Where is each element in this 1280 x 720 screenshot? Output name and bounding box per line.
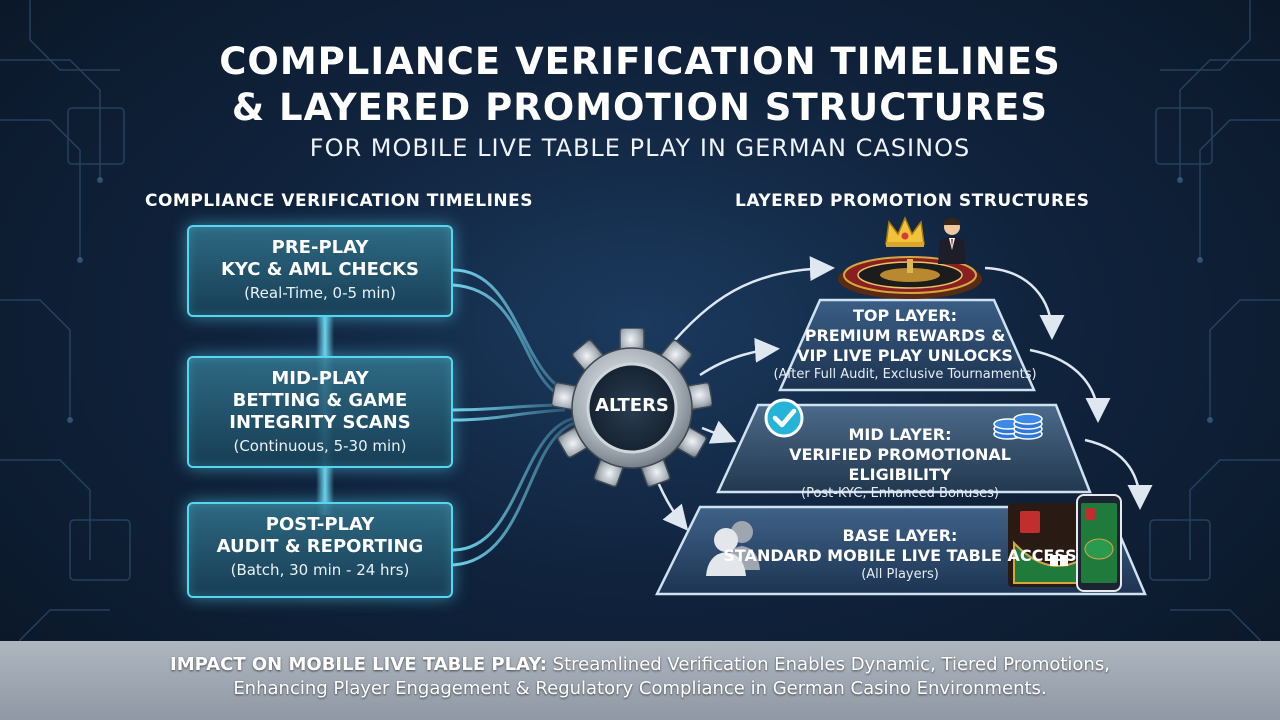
verified-badge-icon <box>764 398 804 438</box>
impact-footer: IMPACT ON MOBILE LIVE TABLE PLAY: Stream… <box>0 641 1280 720</box>
smartphone-icon <box>1076 494 1122 592</box>
right-section-heading: LAYERED PROMOTION STRUCTURES <box>735 191 1090 211</box>
tier-detail: (Post-KYC, Enhanced Bonuses) <box>801 486 999 501</box>
tier-detail: (After Full Audit, Exclusive Tournaments… <box>773 367 1037 382</box>
footer-line-2: Enhancing Player Engagement & Regulatory… <box>233 678 1047 699</box>
main-title-line-1: COMPLIANCE VERIFICATION TIMELINES <box>219 40 1061 83</box>
main-title-line-2: & LAYERED PROMOTION STRUCTURES <box>231 86 1049 129</box>
stage-title: PRE-PLAY <box>271 237 369 258</box>
tier-top-shape <box>778 298 1036 392</box>
users-icon <box>706 521 760 576</box>
tier-mid-text: MID LAYER: VERIFIED PROMOTIONAL ELIGIBIL… <box>740 425 1060 502</box>
tier-title: PREMIUM REWARDS & <box>804 326 1006 345</box>
gear-icon <box>552 328 712 488</box>
tier-title: VIP LIVE PLAY UNLOCKS <box>797 346 1013 365</box>
tier-base-text: BASE LAYER: STANDARD MOBILE LIVE TABLE A… <box>710 526 1090 583</box>
roulette-wheel-icon <box>838 256 982 299</box>
footer-line-1: Streamlined Verification Enables Dynamic… <box>546 654 1110 675</box>
footer-heading: IMPACT ON MOBILE LIVE TABLE PLAY: <box>170 654 547 675</box>
stage-detail: (Continuous, 5-30 min) <box>233 437 407 455</box>
stage-title: AUDIT & REPORTING <box>216 536 424 557</box>
stage-title: MID-PLAY <box>271 368 369 389</box>
tier-detail: (All Players) <box>861 567 939 582</box>
stage-title: BETTING & GAME <box>232 390 408 411</box>
tier-title: TOP LAYER: <box>852 306 958 325</box>
left-section-heading: COMPLIANCE VERIFICATION TIMELINES <box>145 191 534 211</box>
crown-icon <box>885 216 925 247</box>
tier-title: MID LAYER: <box>848 425 952 444</box>
stage-title: INTEGRITY SCANS <box>229 412 411 433</box>
stage-title: POST-PLAY <box>265 514 375 535</box>
footer-text: IMPACT ON MOBILE LIVE TABLE PLAY: Stream… <box>0 653 1280 701</box>
main-subtitle: FOR MOBILE LIVE TABLE PLAY IN GERMAN CAS… <box>309 134 971 162</box>
dealer-icon <box>938 218 966 264</box>
tier-title: STANDARD MOBILE LIVE TABLE ACCESS <box>723 546 1077 565</box>
gear-label: ALTERS <box>595 395 669 416</box>
stage-detail: (Batch, 30 min - 24 hrs) <box>230 561 410 579</box>
stage-detail: (Real-Time, 0-5 min) <box>244 284 396 302</box>
casino-chips-icon <box>993 413 1043 440</box>
tier-top-text: TOP LAYER: PREMIUM REWARDS & VIP LIVE PL… <box>770 306 1040 383</box>
stage-title: KYC & AML CHECKS <box>220 259 420 280</box>
stage-mid-play: MID-PLAY BETTING & GAME INTEGRITY SCANS … <box>187 356 453 468</box>
tier-title: BASE LAYER: <box>842 526 958 545</box>
stage-post-play: POST-PLAY AUDIT & REPORTING (Batch, 30 m… <box>187 502 453 598</box>
stage-pre-play: PRE-PLAY KYC & AML CHECKS (Real-Time, 0-… <box>187 225 453 317</box>
tier-title: VERIFIED PROMOTIONAL ELIGIBILITY <box>789 445 1011 484</box>
